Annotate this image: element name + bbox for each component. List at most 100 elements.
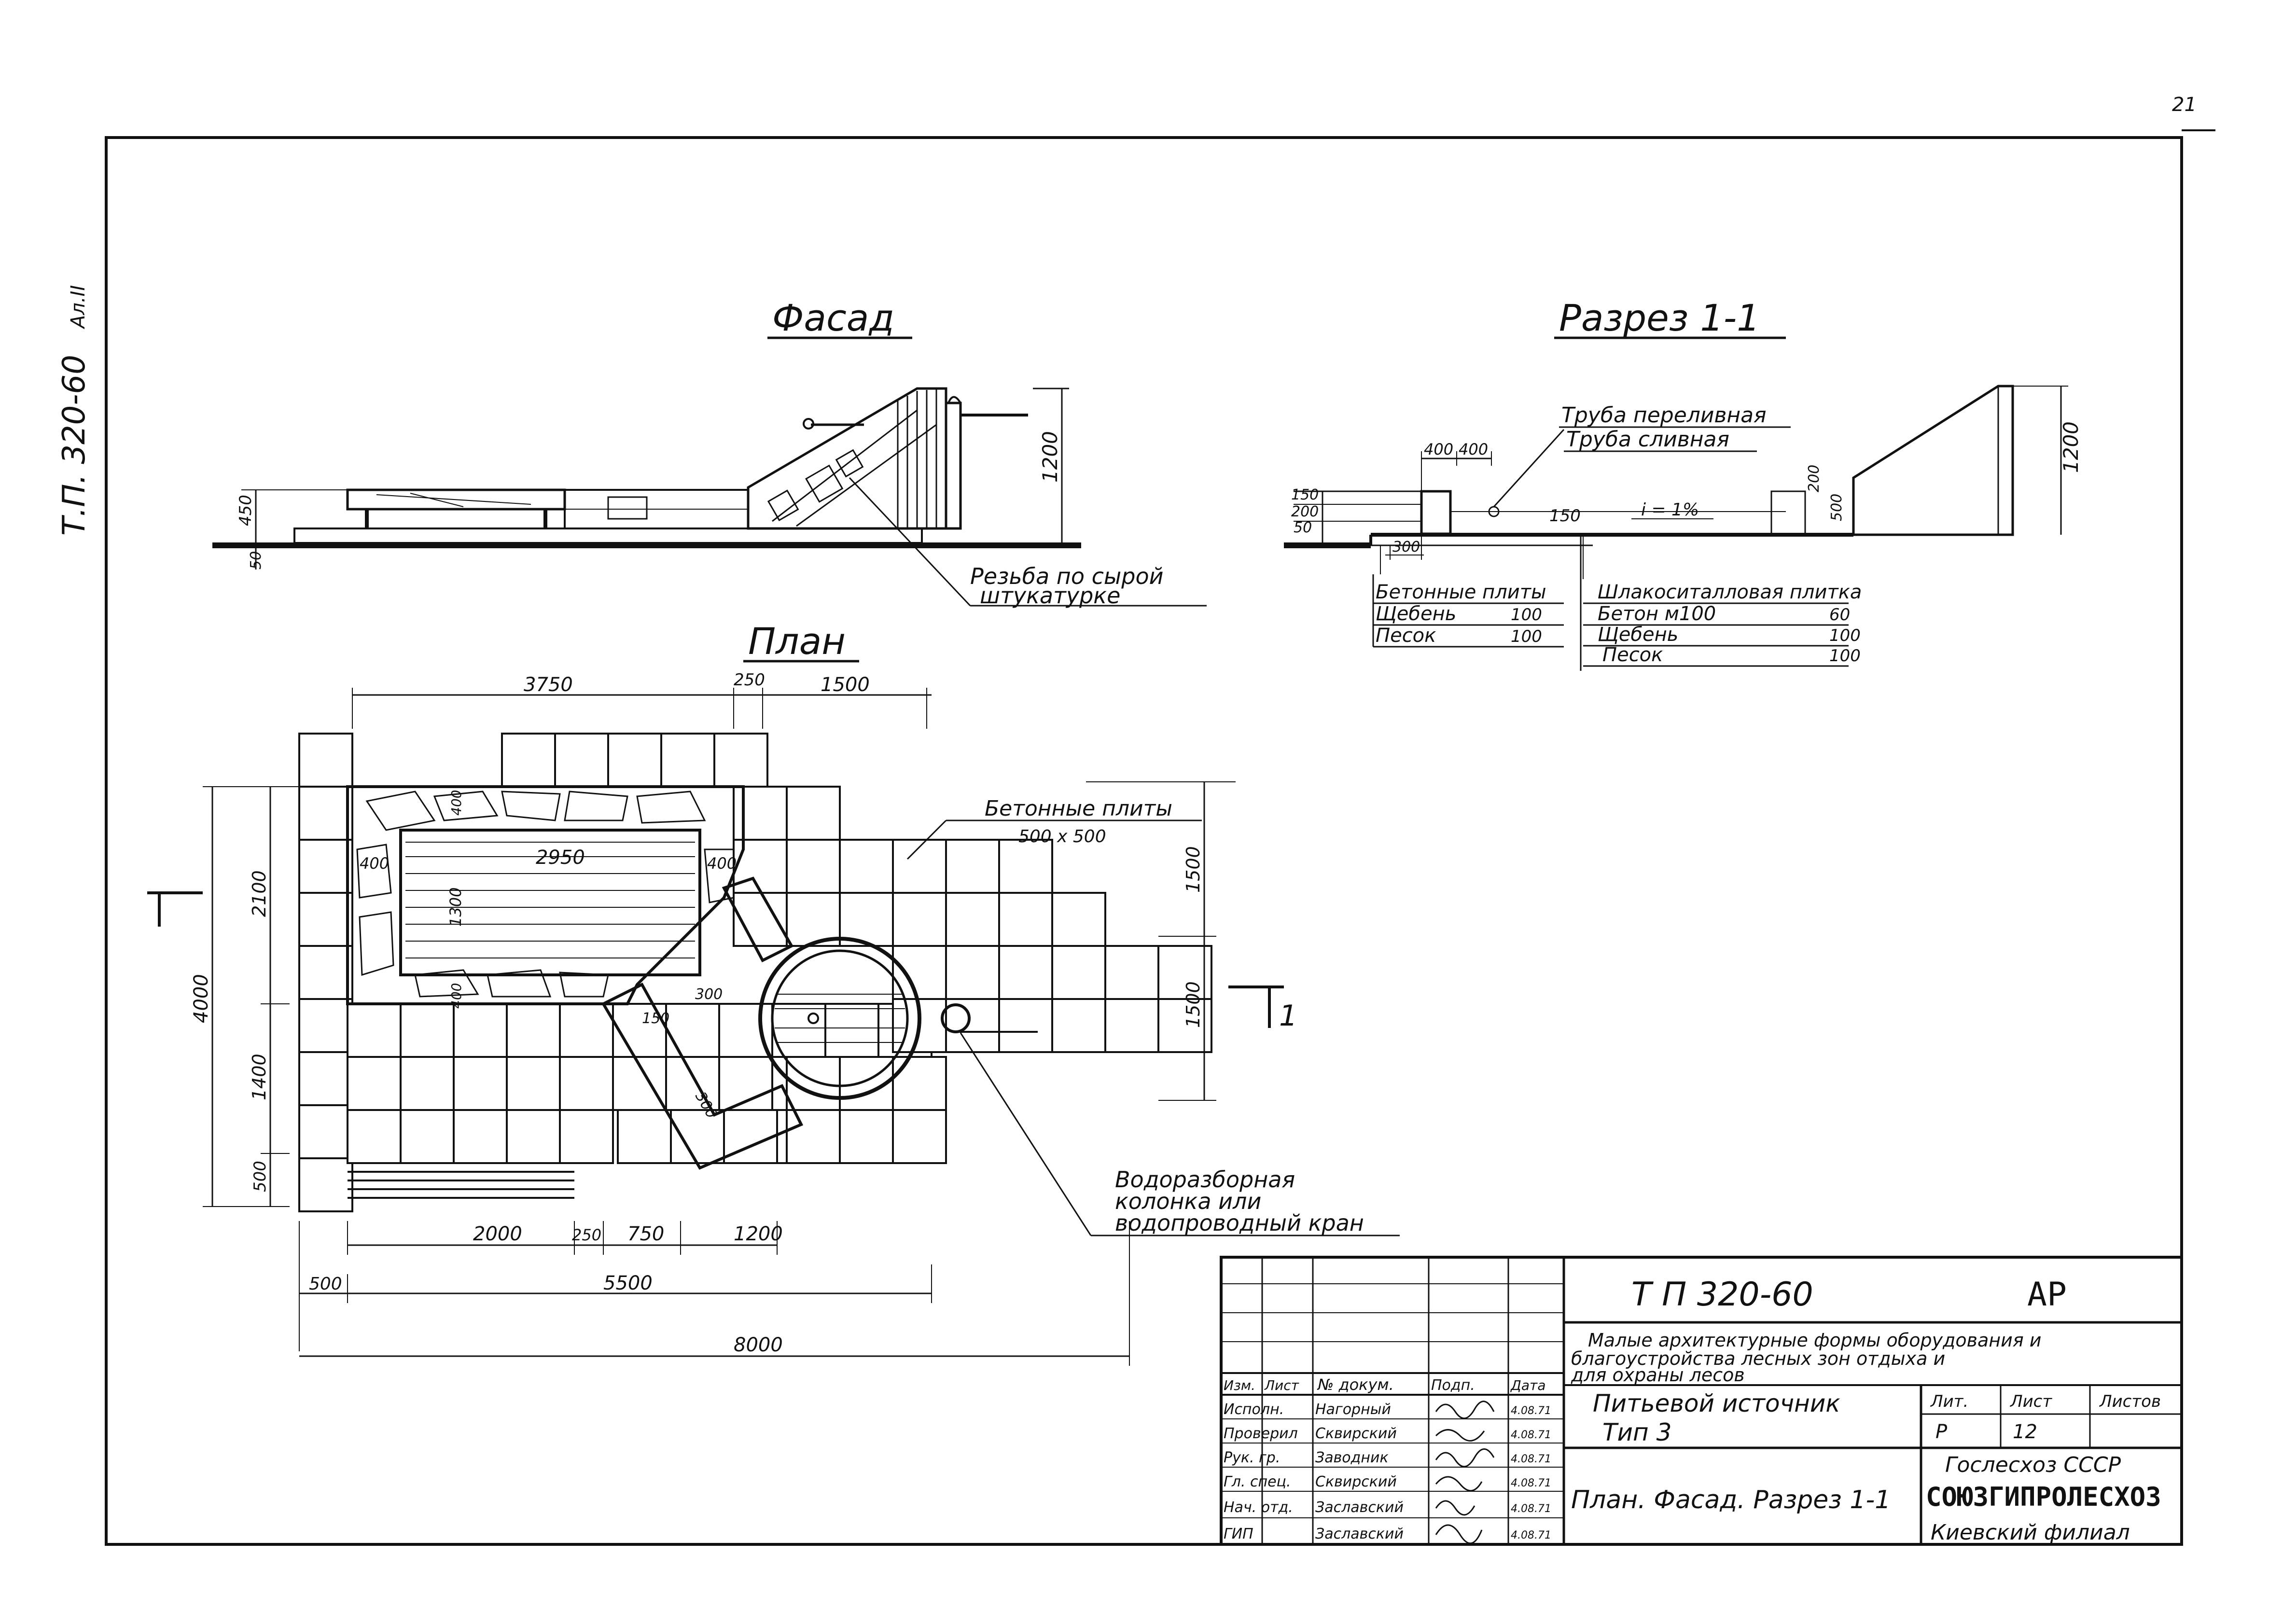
concrete-plate <box>298 786 353 841</box>
side-code-text: Т.П. 320-60 <box>56 355 92 536</box>
concrete-plate <box>892 1056 947 1111</box>
tb-desc-line3: для охраны лесов <box>1571 1364 1745 1386</box>
tb-stage-lit: Лит. <box>1930 1392 1968 1411</box>
section-pipe-drain: Труба сливная <box>1566 427 1729 452</box>
signatures <box>1435 1401 1495 1544</box>
tb-desc-line1: Малые архитектурные формы оборудования и <box>1588 1330 2041 1351</box>
dim-bottom-5500: 5500 <box>603 1272 653 1294</box>
dim-bottom-8000: 8000 <box>734 1334 783 1356</box>
signer-date: 4.08.71 <box>1511 1477 1551 1489</box>
right-layer-1-name: Бетон м100 <box>1598 603 1716 625</box>
concrete-plate <box>824 1003 879 1058</box>
section-dim-1200: 1200 <box>2059 421 2083 473</box>
concrete-plate <box>945 839 1000 894</box>
plan-title: План <box>748 620 846 663</box>
plan-plates-grid <box>298 733 1212 1212</box>
plan-view: План <box>147 620 1400 1366</box>
signer-role: Гл. спец. <box>1224 1473 1291 1490</box>
concrete-plate <box>733 786 788 841</box>
basin-drain <box>807 1013 819 1024</box>
concrete-plate <box>298 1051 353 1106</box>
concrete-plate <box>298 998 353 1053</box>
dim-bottom-500: 500 <box>309 1274 342 1294</box>
concrete-plate <box>733 839 788 894</box>
tb-stage-list-value: 12 <box>2013 1421 2037 1443</box>
section-view: Разрез 1-1 400 400 Труба переливная Труб… <box>1284 296 2083 671</box>
signer-name: Заславский <box>1315 1526 1404 1542</box>
concrete-plate <box>298 839 353 894</box>
concrete-plate <box>298 892 353 947</box>
concrete-plate <box>298 1104 353 1159</box>
concrete-plate <box>1051 892 1106 947</box>
section-dim-500: 500 <box>1828 494 1845 521</box>
dim-top-3750: 3750 <box>524 674 573 696</box>
concrete-plate <box>559 1056 614 1111</box>
concrete-plate <box>559 1109 614 1164</box>
left-layer-1-name: Щебень <box>1376 603 1456 625</box>
concrete-plate <box>786 839 841 894</box>
dim-right-1500b: 1500 <box>1183 981 1204 1028</box>
tb-object-line2: Тип 3 <box>1602 1418 1671 1446</box>
left-layer-0-name: Бетонные плиты <box>1376 581 1546 603</box>
tb-stage-lit-value: Р <box>1935 1421 1948 1443</box>
concrete-plate <box>559 1003 614 1058</box>
concrete-plate <box>453 1003 508 1058</box>
bench-area <box>399 829 701 976</box>
facade-dim-450: 450 <box>236 495 255 526</box>
inner-dim-150: 150 <box>642 1010 669 1027</box>
tb-org-line3: Киевский филиал <box>1931 1520 2130 1545</box>
tb-hdr-list: Лист <box>1264 1377 1299 1393</box>
tb-org-line2: СОЮЗГИПРОЛЕСХОЗ <box>1926 1482 2161 1512</box>
concrete-plate <box>501 733 556 788</box>
section-dim-400a: 400 <box>1424 440 1453 458</box>
concrete-plate <box>1104 945 1159 1000</box>
signer-name: Нагорный <box>1315 1401 1391 1418</box>
basin-outer <box>758 937 921 1100</box>
facade-dim-1200: 1200 <box>1038 431 1062 483</box>
facade-note-line1: Резьба по сырой <box>970 563 1163 589</box>
inner-dim-400b: 400 <box>707 854 737 873</box>
tb-sheet-title: План. Фасад. Разрез 1-1 <box>1571 1485 1891 1514</box>
concrete-plate <box>298 945 353 1000</box>
concrete-plate <box>298 733 353 788</box>
concrete-plate <box>453 1056 508 1111</box>
dim-bottom-750: 750 <box>627 1223 664 1245</box>
right-layer-3-name: Песок <box>1602 644 1663 666</box>
concrete-plate <box>892 892 947 947</box>
concrete-plate <box>786 1109 841 1164</box>
dim-left-1400: 1400 <box>249 1054 270 1100</box>
concrete-plate <box>400 1109 455 1164</box>
tb-hdr-doc: № докум. <box>1317 1375 1394 1394</box>
concrete-plate <box>554 733 609 788</box>
signer-date: 4.08.71 <box>1511 1405 1551 1417</box>
signer-role: Нач. отд. <box>1224 1499 1293 1516</box>
tb-hdr-sign: Подп. <box>1431 1377 1475 1394</box>
page-number: 21 <box>2172 94 2197 116</box>
section-dim-150b: 150 <box>1549 506 1581 526</box>
left-layer-1-value: 100 <box>1511 605 1542 625</box>
side-code: Т.П. 320-60 Ал.II <box>56 285 92 536</box>
upper-channel <box>722 876 794 962</box>
facade-title: Фасад <box>772 296 894 339</box>
tb-stage-list: Лист <box>2009 1392 2052 1411</box>
concrete-plate <box>998 839 1053 894</box>
section-pipe-overflow: Труба переливная <box>1561 403 1767 428</box>
left-layer-2-value: 100 <box>1511 627 1542 646</box>
section-mark-right: 1 <box>1279 999 1297 1033</box>
concrete-plate <box>998 945 1053 1000</box>
concrete-plate <box>839 839 894 894</box>
tap-label-line3: водопроводный кран <box>1115 1210 1364 1236</box>
plates-size: 500 х 500 <box>1018 827 1106 847</box>
concrete-plate <box>670 1109 725 1164</box>
section-dim-50: 50 <box>1294 519 1312 536</box>
concrete-plate <box>786 786 841 841</box>
concrete-plate <box>945 998 1000 1053</box>
right-layer-1-value: 60 <box>1829 605 1850 625</box>
right-layer-2-value: 100 <box>1829 626 1861 645</box>
concrete-plate <box>506 1056 561 1111</box>
section-dim-150: 150 <box>1291 486 1319 503</box>
section-dim-400b: 400 <box>1459 440 1488 458</box>
concrete-plate <box>1051 998 1106 1053</box>
concrete-plate <box>347 1003 402 1058</box>
title-block: Изм. Лист № докум. Подп. Дата Исполн. На… <box>1220 1256 2183 1546</box>
